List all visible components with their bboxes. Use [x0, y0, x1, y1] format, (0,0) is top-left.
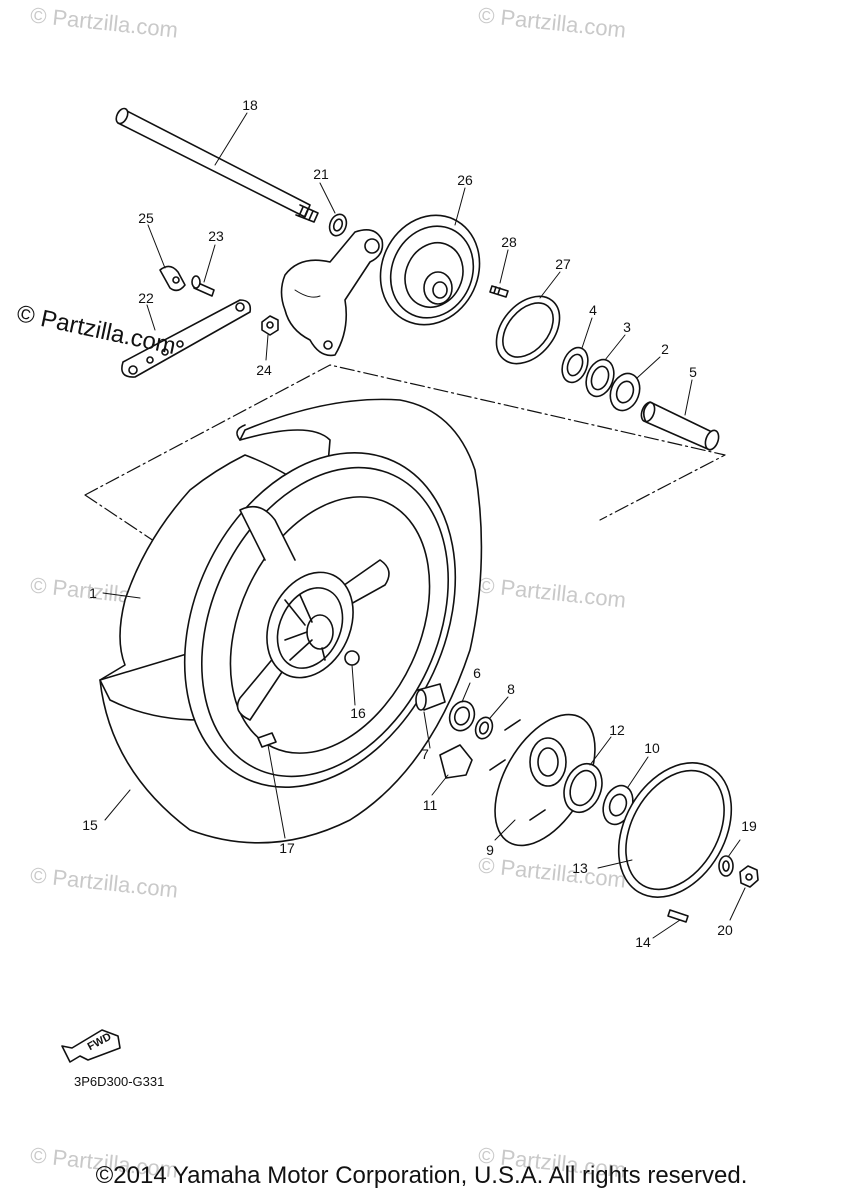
cover-part-13	[617, 762, 733, 898]
callout-13: 13	[572, 860, 588, 876]
collar-part-21	[328, 213, 348, 237]
screw-part-14	[667, 909, 689, 923]
bolt-part-23	[191, 275, 215, 297]
callout-19: 19	[741, 818, 757, 834]
sprocket-part-26	[379, 214, 481, 326]
callout-5: 5	[689, 364, 697, 380]
callout-12: 12	[609, 722, 625, 738]
callout-10: 10	[644, 740, 660, 756]
callout-17: 17	[279, 840, 295, 856]
seal-part-12	[563, 762, 603, 814]
callout-2: 2	[661, 341, 669, 357]
callout-25: 25	[138, 210, 154, 226]
assembly-plane-outline	[84, 364, 726, 546]
callout-22: 22	[138, 290, 154, 306]
callout-27: 27	[555, 256, 571, 272]
callout-21: 21	[313, 166, 329, 182]
rim-part-1	[183, 452, 457, 788]
callout-23: 23	[208, 228, 224, 244]
callout-9: 9	[486, 842, 494, 858]
bearing-part-10	[602, 784, 634, 826]
callout-15: 15	[82, 817, 98, 833]
copyright-notice: ©2014 Yamaha Motor Corporation, U.S.A. A…	[95, 1162, 748, 1189]
callout-7: 7	[421, 746, 429, 762]
callout-24: 24	[256, 362, 272, 378]
bearing-part-6	[448, 700, 476, 732]
callout-3: 3	[623, 319, 631, 335]
callout-11: 11	[422, 797, 438, 813]
nut-part-24	[261, 315, 279, 336]
collar-part-7	[415, 683, 446, 711]
bearing-part-3	[585, 358, 615, 398]
callout-26: 26	[457, 172, 473, 188]
caliper-bracket	[280, 229, 384, 357]
spacer-part-5	[640, 401, 720, 451]
callout-16: 16	[350, 705, 366, 721]
valve-part-16	[344, 650, 360, 666]
seal-part-8	[474, 716, 494, 740]
seal-part-4	[561, 346, 589, 384]
valve-part-17	[257, 732, 277, 748]
torque-rod-part-22	[121, 299, 252, 378]
callout-20: 20	[717, 922, 733, 938]
axle-part-18	[115, 107, 319, 223]
callout-8: 8	[507, 681, 515, 697]
diagram-code: 3P6D300-G331	[74, 1074, 165, 1089]
callout-28: 28	[501, 234, 517, 250]
clutch-hub-part-9	[489, 713, 596, 847]
callout-4: 4	[589, 302, 597, 318]
washer-part-19	[718, 855, 734, 877]
nut-part-20	[739, 865, 759, 888]
callout-1: 1	[89, 585, 97, 601]
clip-part-25	[159, 265, 186, 292]
bearing-part-2	[609, 372, 641, 412]
callout-14: 14	[635, 934, 651, 950]
forward-arrow-icon: FWD	[61, 1029, 121, 1063]
callout-18: 18	[242, 97, 258, 113]
leader-lines	[102, 112, 746, 939]
damper-part-11	[439, 744, 473, 779]
plate-part-27	[495, 295, 561, 365]
bolt-part-28	[489, 285, 509, 298]
callout-6: 6	[473, 665, 481, 681]
